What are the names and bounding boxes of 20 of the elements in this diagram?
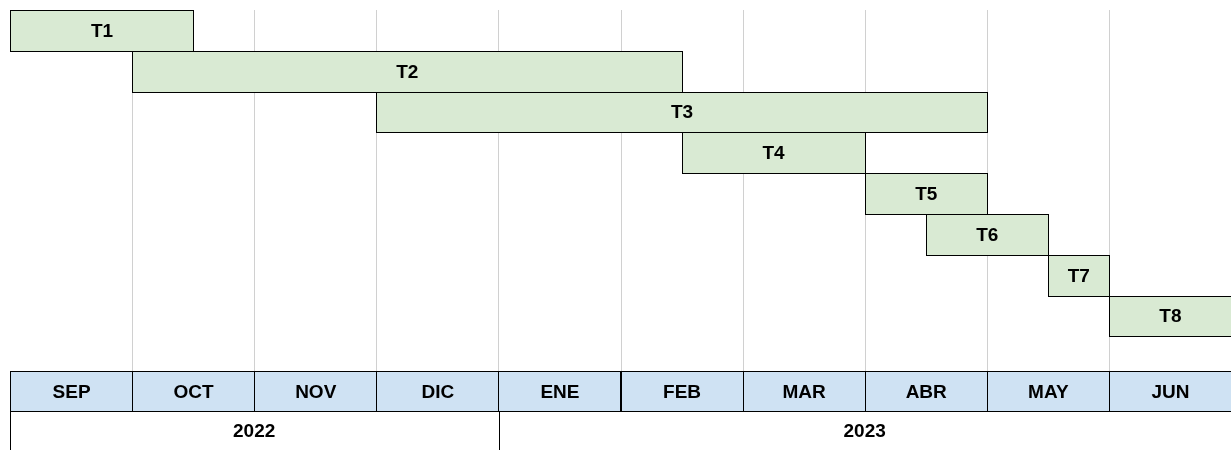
month-header-cell: SEP	[10, 371, 134, 412]
month-header-cell: MAY	[986, 371, 1110, 412]
month-header-cell: FEB	[620, 371, 744, 412]
month-header-cell: DIC	[376, 371, 500, 412]
year-label: 2023	[842, 419, 887, 443]
month-header-cell: NOV	[254, 371, 378, 412]
task-bar: T2	[132, 50, 683, 93]
task-bar: T1	[10, 10, 195, 52]
month-header-cell: OCT	[132, 371, 256, 412]
month-header-cell: MAR	[742, 371, 866, 412]
task-bar: T7	[1047, 254, 1110, 297]
month-header-cell: ABR	[864, 371, 988, 412]
task-bar: T8	[1108, 295, 1231, 338]
task-bar: T3	[376, 91, 988, 134]
task-bar: T6	[925, 214, 1049, 256]
task-bar: T4	[681, 132, 866, 175]
month-header-cell: JUN	[1108, 371, 1231, 412]
month-header-cell: ENE	[498, 371, 622, 412]
year-label: 2022	[232, 419, 277, 443]
task-bar: T5	[864, 173, 988, 215]
